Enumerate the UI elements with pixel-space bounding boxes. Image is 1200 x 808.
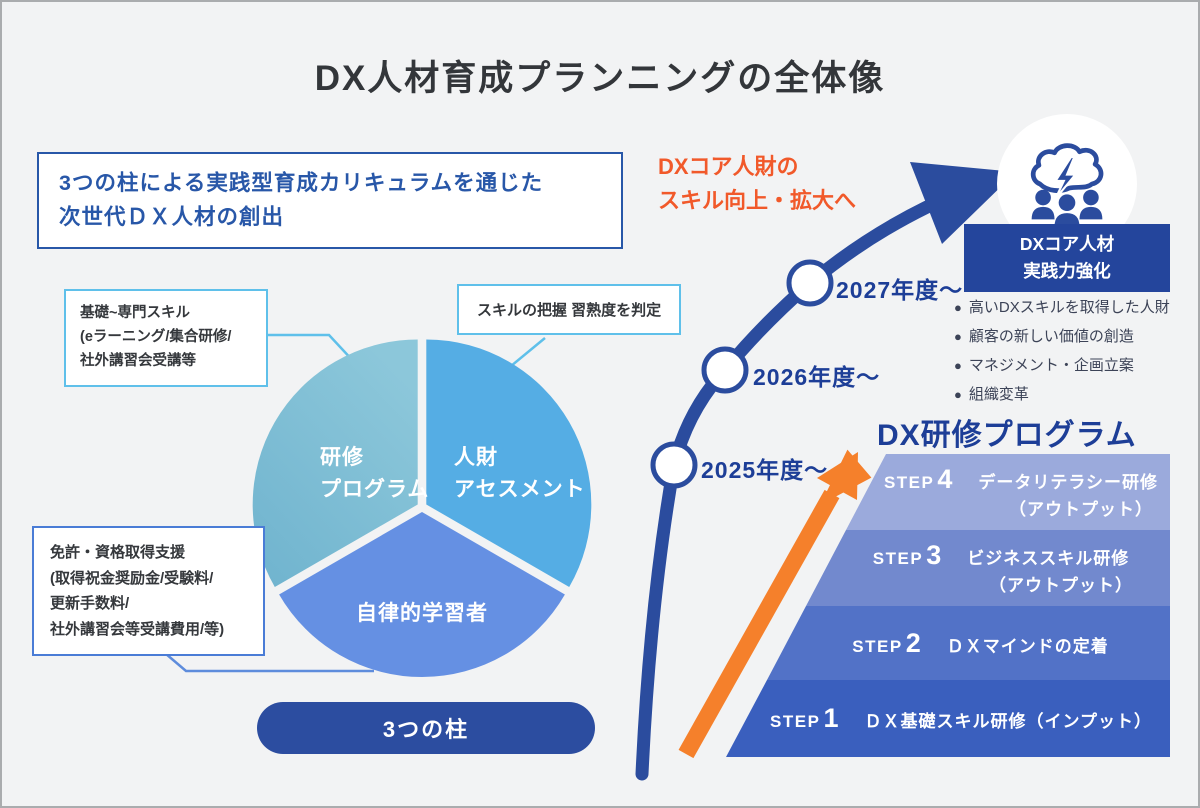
pie-slice-training-program [252, 339, 418, 587]
list-item: ● 組織変革 [954, 380, 1170, 409]
step-title: データリテラシー研修 [978, 473, 1159, 492]
callout-text: 免許・資格取得支援 [50, 544, 186, 561]
program-heading: DX研修プログラム [877, 419, 1137, 452]
step-title: ＤＸ基礎スキル研修（インプット） [864, 712, 1152, 731]
growth-label-line1: DXコア人財の [658, 154, 799, 179]
three-pillars-pill: 3つの柱 [257, 702, 595, 754]
list-item-label: 顧客の新しい価値の創造 [968, 328, 1134, 345]
step-title: ＤＸマインドの定着 [946, 636, 1109, 656]
lead-message-box: 3つの柱による実践型育成カリキュラムを通じた 次世代ＤＸ人材の創出 [37, 152, 623, 249]
step-number: 3 [926, 540, 942, 570]
callout-license-detail: 免許・資格取得支援 (取得祝金奨励金/受験料/ 更新手数料/ 社外講習会等受講費… [32, 526, 265, 656]
pie-label-line: 自律的学習者 [356, 602, 488, 625]
core-talent-badge: DXコア人材 実践力強化 [964, 224, 1170, 293]
core-talent-badge-line1: DXコア人材 [1019, 234, 1115, 254]
lead-message-line2: 次世代ＤＸ人材の創出 [59, 205, 285, 230]
orange-stepup-arrow [678, 449, 872, 759]
milestone-2025-label: 2025年度〜 [701, 457, 829, 483]
list-item-label: 組織変革 [968, 386, 1029, 403]
pie-label-line: アセスメント [454, 477, 586, 501]
callout-text: 更新手数料/ [50, 595, 130, 612]
step-number: 2 [905, 627, 921, 658]
milestone-2027-label: 2027年度〜 [836, 277, 964, 303]
brain-lightning-people-icon [1030, 143, 1104, 227]
pie-label-line: 人財 [454, 446, 498, 469]
step-subtitle: （アウトプット） [1009, 500, 1153, 519]
milestone-2026-label: 2026年度〜 [753, 364, 881, 390]
connector-line-training [266, 333, 356, 364]
callout-text: (取得祝金奨励金/受験料/ [50, 569, 214, 587]
growth-curve-arrow [635, 162, 1016, 781]
list-item-label: 高いDXスキルを取得した人財 [968, 299, 1170, 316]
milestone-2027-dot [786, 259, 834, 307]
growth-label-line2: スキル向上・拡大へ [658, 188, 857, 214]
three-pillars-pie-chart [252, 339, 592, 678]
callout-text: 社外講習会受講等 [80, 352, 196, 369]
callout-text: 基礎~専門スキル [80, 305, 190, 321]
step-label: STEP [852, 636, 903, 656]
pie-label-talent-assessment: 人財 アセスメント [454, 442, 586, 505]
bullet-icon: ● [954, 329, 962, 344]
pie-label-line: プログラム [320, 477, 430, 501]
pie-label-line: 研修 [320, 446, 364, 469]
callout-text: (eラーニング/集合研修/ [80, 328, 232, 345]
pie-label-training-program: 研修 プログラム [320, 442, 429, 505]
list-item: ● 顧客の新しい価値の創造 [954, 322, 1170, 351]
callout-text: スキルの把握 習熟度を判定 [477, 302, 662, 319]
bullet-icon: ● [954, 300, 962, 315]
list-item-label: マネジメント・企画立案 [968, 357, 1134, 374]
step-title: ビジネススキル研修 [967, 549, 1130, 568]
lead-message-line1: 3つの柱による実践型育成カリキュラムを通じた [59, 171, 544, 195]
bullet-icon: ● [954, 358, 962, 373]
step-label: STEP [883, 473, 935, 492]
pie-label-autonomous-learner: 自律的学習者 [332, 598, 512, 630]
step-label: STEP [872, 549, 924, 568]
step-number: 1 [823, 703, 839, 733]
growth-curve-arrowhead [910, 162, 1016, 244]
pie-slice-talent-assessment [426, 339, 592, 587]
core-talent-points: ● 高いDXスキルを取得した人財 ● 顧客の新しい価値の創造 ● マネジメント・企画立… [954, 293, 1170, 409]
pie-slice-autonomous-learner [279, 512, 565, 678]
callout-text: 社外講習会等受講費用/等) [50, 620, 225, 638]
step-subtitle: （アウトプット） [989, 576, 1133, 595]
step-label: STEP [770, 712, 821, 731]
bullet-icon: ● [954, 387, 962, 402]
core-talent-badge-line2: 実践力強化 [1023, 261, 1111, 282]
list-item: ● マネジメント・企画立案 [954, 351, 1170, 380]
milestone-2026-dot [701, 346, 749, 394]
page-title: DX人材育成プランニングの全体像 [314, 59, 886, 98]
milestone-2025-dot [650, 441, 698, 489]
callout-training-detail: 基礎~専門スキル (eラーニング/集合研修/ 社外講習会受講等 [64, 289, 268, 387]
step-number: 4 [937, 464, 953, 494]
growth-label: DXコア人財の スキル向上・拡大へ [658, 150, 856, 218]
list-item: ● 高いDXスキルを取得した人財 [954, 293, 1170, 322]
callout-assessment-detail: スキルの把握 習熟度を判定 [457, 284, 682, 335]
